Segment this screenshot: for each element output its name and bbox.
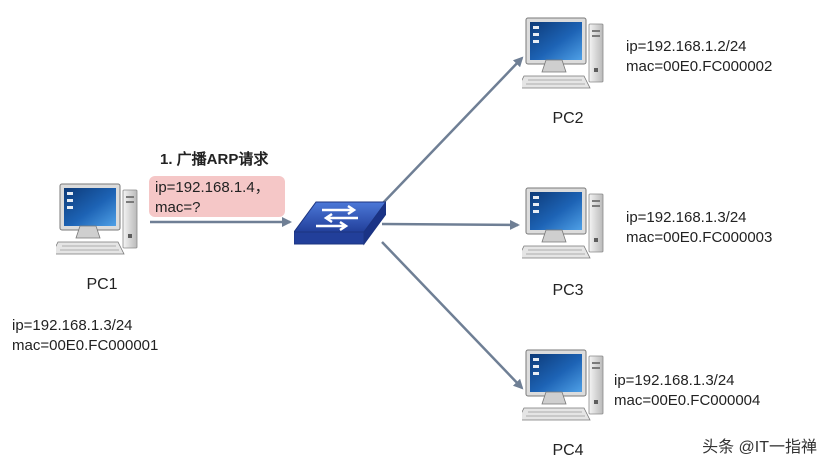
network-switch-icon: [294, 201, 386, 246]
pc1-mac: mac=00E0.FC000001: [12, 337, 159, 354]
pc3-label: PC3: [552, 282, 584, 299]
pc3-ip: ip=192.168.1.3/24: [626, 209, 747, 226]
watermark: 头条 @IT一指禅: [702, 439, 817, 456]
desktop-computer-icon: [522, 16, 612, 96]
pc1-label: PC1: [86, 276, 118, 293]
pc2-mac: mac=00E0.FC000002: [626, 58, 773, 75]
pc4-mac: mac=00E0.FC000004: [614, 392, 761, 409]
pc2-ip: ip=192.168.1.2/24: [626, 38, 747, 55]
desktop-computer-icon: [522, 186, 612, 266]
request-title: 1. 广播ARP请求: [160, 151, 269, 168]
desktop-computer-icon: [522, 348, 612, 428]
pc1-ip: ip=192.168.1.3/24: [12, 317, 133, 334]
pc2-label: PC2: [552, 110, 584, 127]
link-switch-pc3: [381, 219, 520, 230]
pc4-label: PC4: [552, 442, 584, 459]
link-switch-pc4: [381, 241, 524, 390]
request-mac: mac=?: [155, 199, 201, 216]
request-box: [149, 176, 285, 217]
pc4-ip: ip=192.168.1.3/24: [614, 372, 735, 389]
pc3-mac: mac=00E0.FC000003: [626, 229, 773, 246]
request-ip: ip=192.168.1.4，: [155, 179, 270, 196]
desktop-computer-icon: [56, 182, 146, 262]
link-switch-pc2: [381, 56, 524, 205]
